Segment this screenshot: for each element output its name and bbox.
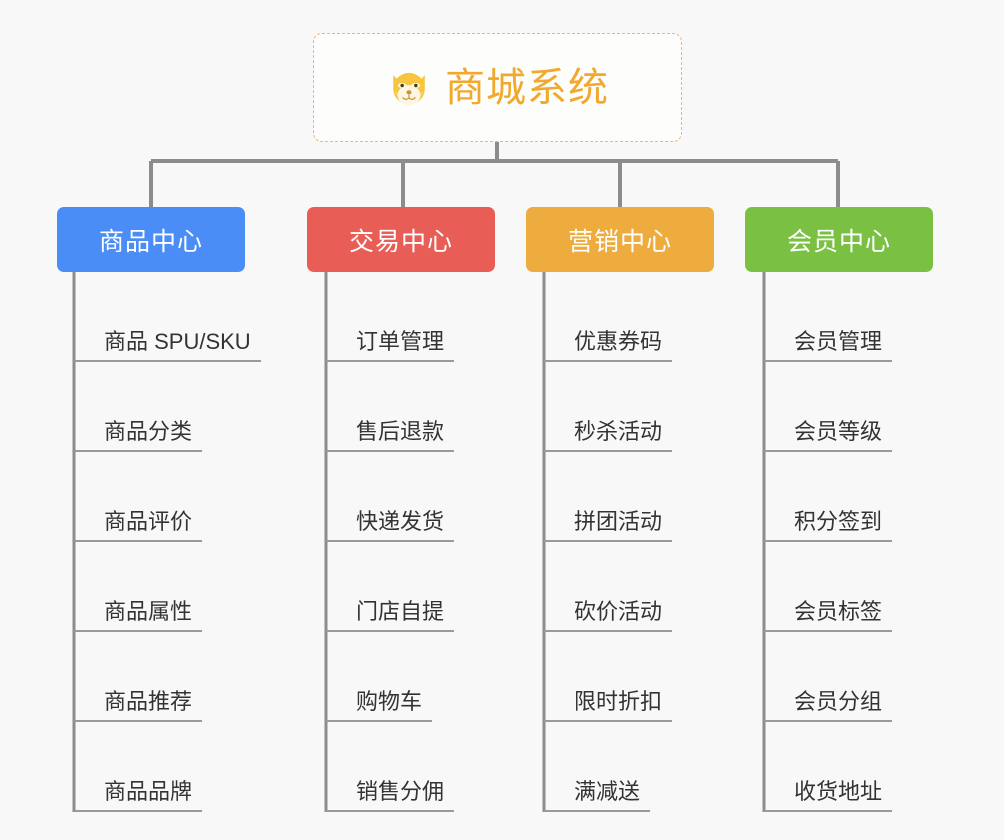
leaf-underline	[544, 450, 672, 452]
leaf-label: 优惠券码	[574, 329, 663, 354]
leaf-label: 会员分组	[794, 689, 883, 714]
leaf-label: 购物车	[356, 689, 423, 714]
leaf-label: 收货地址	[794, 779, 883, 804]
leaf-label: 商品评价	[104, 509, 193, 534]
category-label: 会员中心	[786, 227, 891, 256]
leaf-underline	[326, 450, 454, 452]
leaf-label: 订单管理	[356, 329, 445, 354]
leaf-label: 门店自提	[356, 599, 445, 624]
leaf-underline	[764, 630, 892, 632]
category-label: 交易中心	[348, 227, 453, 256]
leaf-underline	[326, 360, 454, 362]
leaf-underline	[74, 450, 202, 452]
leaf-underline	[544, 360, 672, 362]
leaf-label: 商品品牌	[104, 779, 193, 804]
leaf-underline	[74, 540, 202, 542]
category-box-1[interactable]: 商品中心	[57, 207, 245, 272]
leaf-underline	[326, 630, 454, 632]
leaf-underline	[544, 540, 672, 542]
leaf-label: 会员管理	[794, 329, 883, 354]
leaf-underline	[764, 720, 892, 722]
leaf-underline	[74, 810, 202, 812]
category-box-3[interactable]: 营销中心	[526, 207, 714, 272]
leaf-label: 秒杀活动	[574, 419, 663, 444]
leaf-label: 快递发货	[356, 509, 445, 534]
leaf-label: 商品推荐	[104, 689, 193, 714]
leaf-underline	[544, 810, 650, 812]
category-box-2[interactable]: 交易中心	[307, 207, 495, 272]
root-node[interactable]: 商城系统	[313, 33, 682, 142]
leaf-underline	[544, 720, 672, 722]
leaf-label: 售后退款	[356, 419, 445, 444]
leaf-underline	[74, 630, 202, 632]
leaf-label: 砍价活动	[574, 599, 663, 624]
leaf-underline	[764, 450, 892, 452]
leaf-label: 商品 SPU/SKU	[104, 329, 251, 354]
leaf-label: 会员等级	[794, 419, 883, 444]
leaf-label: 商品属性	[104, 599, 193, 624]
leaf-underline	[326, 540, 454, 542]
leaf-label: 拼团活动	[574, 509, 663, 534]
category-box-4[interactable]: 会员中心	[745, 207, 933, 272]
leaf-underline	[764, 360, 892, 362]
leaf-label: 满减送	[574, 779, 641, 804]
leaf-label: 限时折扣	[574, 689, 663, 714]
leaf-label: 积分签到	[794, 509, 883, 534]
leaf-underline	[326, 720, 432, 722]
category-label: 商品中心	[98, 227, 203, 256]
shiba-dog-face-icon	[393, 72, 425, 105]
leaf-label: 商品分类	[104, 419, 193, 444]
leaf-underline	[764, 540, 892, 542]
category-label: 营销中心	[567, 227, 672, 256]
root-title: 商城系统	[445, 65, 609, 110]
leaf-label: 销售分佣	[356, 779, 445, 804]
leaf-underline	[326, 810, 454, 812]
leaf-underline	[74, 720, 202, 722]
leaf-label: 会员标签	[794, 599, 883, 624]
leaf-underline	[544, 630, 672, 632]
leaf-underline	[74, 360, 261, 362]
leaf-underline	[764, 810, 892, 812]
